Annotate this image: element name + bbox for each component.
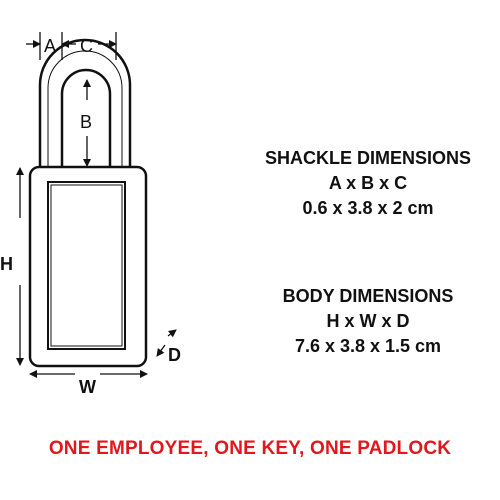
shackle-dimensions-value: 0.6 x 3.8 x 2 cm <box>302 198 434 218</box>
label-w: W <box>79 377 96 397</box>
label-h: H <box>0 254 13 274</box>
shackle-dimensions-block: SHACKLE DIMENSIONS A x B x C 0.6 x 3.8 x… <box>228 146 500 221</box>
body-dimensions-block: BODY DIMENSIONS H x W x D 7.6 x 3.8 x 1.… <box>228 284 500 359</box>
label-d: D <box>168 345 181 365</box>
label-c: C <box>80 36 93 56</box>
padlock-body <box>28 165 148 368</box>
dimension-d <box>156 329 177 357</box>
body-dimensions-title: BODY DIMENSIONS <box>282 286 454 306</box>
body-dimensions-value: 7.6 x 3.8 x 1.5 cm <box>294 336 442 356</box>
padlock-shackle <box>38 38 132 168</box>
safety-slogan: ONE EMPLOYEE, ONE KEY, ONE PADLOCK <box>48 438 452 459</box>
dimension-a-c <box>26 32 117 60</box>
label-a: A <box>44 36 56 56</box>
body-dimensions-formula: H x W x D <box>326 311 410 331</box>
label-b: B <box>80 112 92 132</box>
shackle-dimensions-formula: A x B x C <box>328 173 408 193</box>
shackle-dimensions-title: SHACKLE DIMENSIONS <box>264 148 471 168</box>
